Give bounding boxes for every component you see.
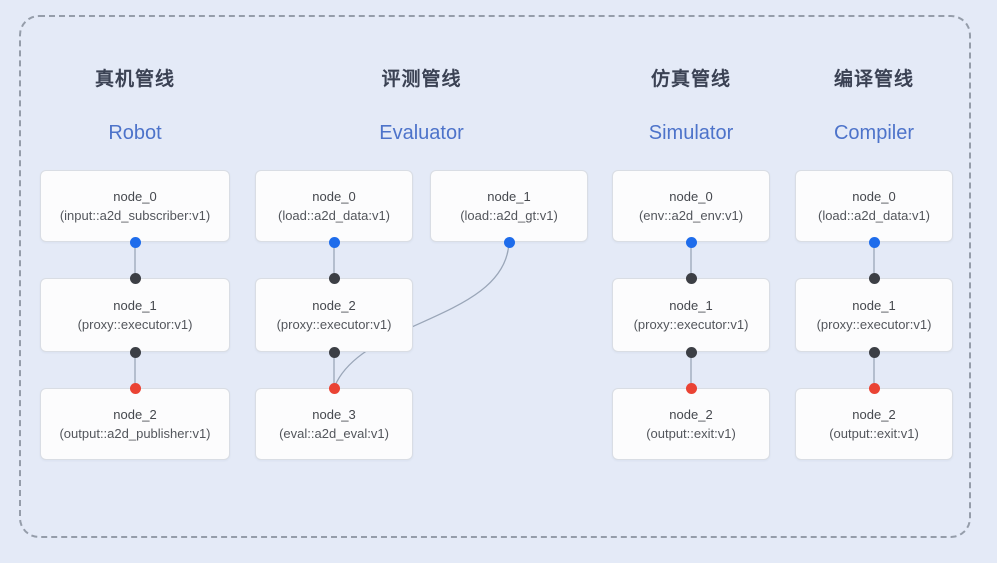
- node-eval-3: node_3 (eval::a2d_eval:v1): [255, 388, 413, 460]
- header-simulator: 仿真管线 Simulator: [612, 64, 770, 154]
- node-impl: (env::a2d_env:v1): [638, 207, 744, 223]
- node-sim-0: node_0 (env::a2d_env:v1): [612, 170, 770, 242]
- node-name: node_0: [852, 188, 896, 204]
- node-name: node_0: [113, 188, 157, 204]
- node-eval-2: node_2 (proxy::executor:v1): [255, 278, 413, 352]
- pipeline-title-zh: 真机管线: [94, 69, 175, 90]
- node-name: node_2: [852, 406, 896, 422]
- header-robot: 真机管线 Robot: [40, 64, 230, 154]
- port-dot-blue: [685, 236, 697, 248]
- pipeline-title-en: Evaluator: [379, 122, 464, 144]
- node-name: node_3: [312, 406, 356, 422]
- node-name: node_1: [669, 297, 713, 313]
- node-impl: (proxy::executor:v1): [633, 316, 749, 332]
- node-comp-2: node_2 (output::exit:v1): [795, 388, 953, 460]
- node-name: node_0: [312, 188, 356, 204]
- port-dot-red: [129, 382, 141, 394]
- node-impl: (output::a2d_publisher:v1): [59, 425, 211, 441]
- port-dot-dark: [328, 346, 340, 358]
- node-impl: (eval::a2d_eval:v1): [279, 425, 389, 441]
- port-dot-dark: [328, 272, 340, 284]
- port-dot-dark: [868, 272, 880, 284]
- node-impl: (output::exit:v1): [646, 425, 736, 441]
- node-robot-1: node_1 (proxy::executor:v1): [40, 278, 230, 352]
- node-name: node_2: [312, 297, 356, 313]
- node-name: node_2: [113, 406, 157, 422]
- node-impl: (output::exit:v1): [829, 425, 919, 441]
- node-robot-2: node_2 (output::a2d_publisher:v1): [40, 388, 230, 460]
- header-compiler: 编译管线 Compiler: [795, 64, 953, 154]
- node-eval-0: node_0 (load::a2d_data:v1): [255, 170, 413, 242]
- node-sim-2: node_2 (output::exit:v1): [612, 388, 770, 460]
- port-dot-dark: [685, 346, 697, 358]
- edge-eval-n1-n3-curved: [333, 241, 510, 389]
- pipeline-title-zh: 编译管线: [833, 69, 914, 90]
- node-name: node_0: [669, 188, 713, 204]
- port-dot-red: [685, 382, 697, 394]
- node-impl: (proxy::executor:v1): [816, 316, 932, 332]
- node-name: node_1: [852, 297, 896, 313]
- node-impl: (load::a2d_data:v1): [277, 207, 391, 223]
- node-comp-0: node_0 (load::a2d_data:v1): [795, 170, 953, 242]
- node-eval-1: node_1 (load::a2d_gt:v1): [430, 170, 588, 242]
- port-dot-blue: [328, 236, 340, 248]
- pipeline-title-en: Simulator: [648, 122, 734, 144]
- node-name: node_1: [487, 188, 531, 204]
- port-dot-blue: [868, 236, 880, 248]
- pipeline-title-en: Robot: [108, 122, 162, 144]
- pipeline-title-zh: 评测管线: [381, 69, 462, 90]
- node-sim-1: node_1 (proxy::executor:v1): [612, 278, 770, 352]
- node-robot-0: node_0 (input::a2d_subscriber:v1): [40, 170, 230, 242]
- node-impl: (input::a2d_subscriber:v1): [59, 207, 211, 223]
- node-comp-1: node_1 (proxy::executor:v1): [795, 278, 953, 352]
- pipeline-title-en: Compiler: [833, 122, 915, 144]
- port-dot-dark: [868, 346, 880, 358]
- port-dot-blue: [129, 236, 141, 248]
- port-dot-red: [328, 382, 340, 394]
- dashed-panel-border: [19, 15, 971, 538]
- node-impl: (proxy::executor:v1): [276, 316, 392, 332]
- port-dot-blue: [503, 236, 515, 248]
- node-impl: (proxy::executor:v1): [77, 316, 193, 332]
- header-evaluator: 评测管线 Evaluator: [255, 64, 588, 154]
- pipeline-title-zh: 仿真管线: [650, 69, 731, 90]
- node-impl: (load::a2d_gt:v1): [460, 207, 558, 223]
- port-dot-red: [868, 382, 880, 394]
- port-dot-dark: [129, 272, 141, 284]
- port-dot-dark: [685, 272, 697, 284]
- node-impl: (load::a2d_data:v1): [817, 207, 931, 223]
- port-dot-dark: [129, 346, 141, 358]
- node-name: node_2: [669, 406, 713, 422]
- node-name: node_1: [113, 297, 157, 313]
